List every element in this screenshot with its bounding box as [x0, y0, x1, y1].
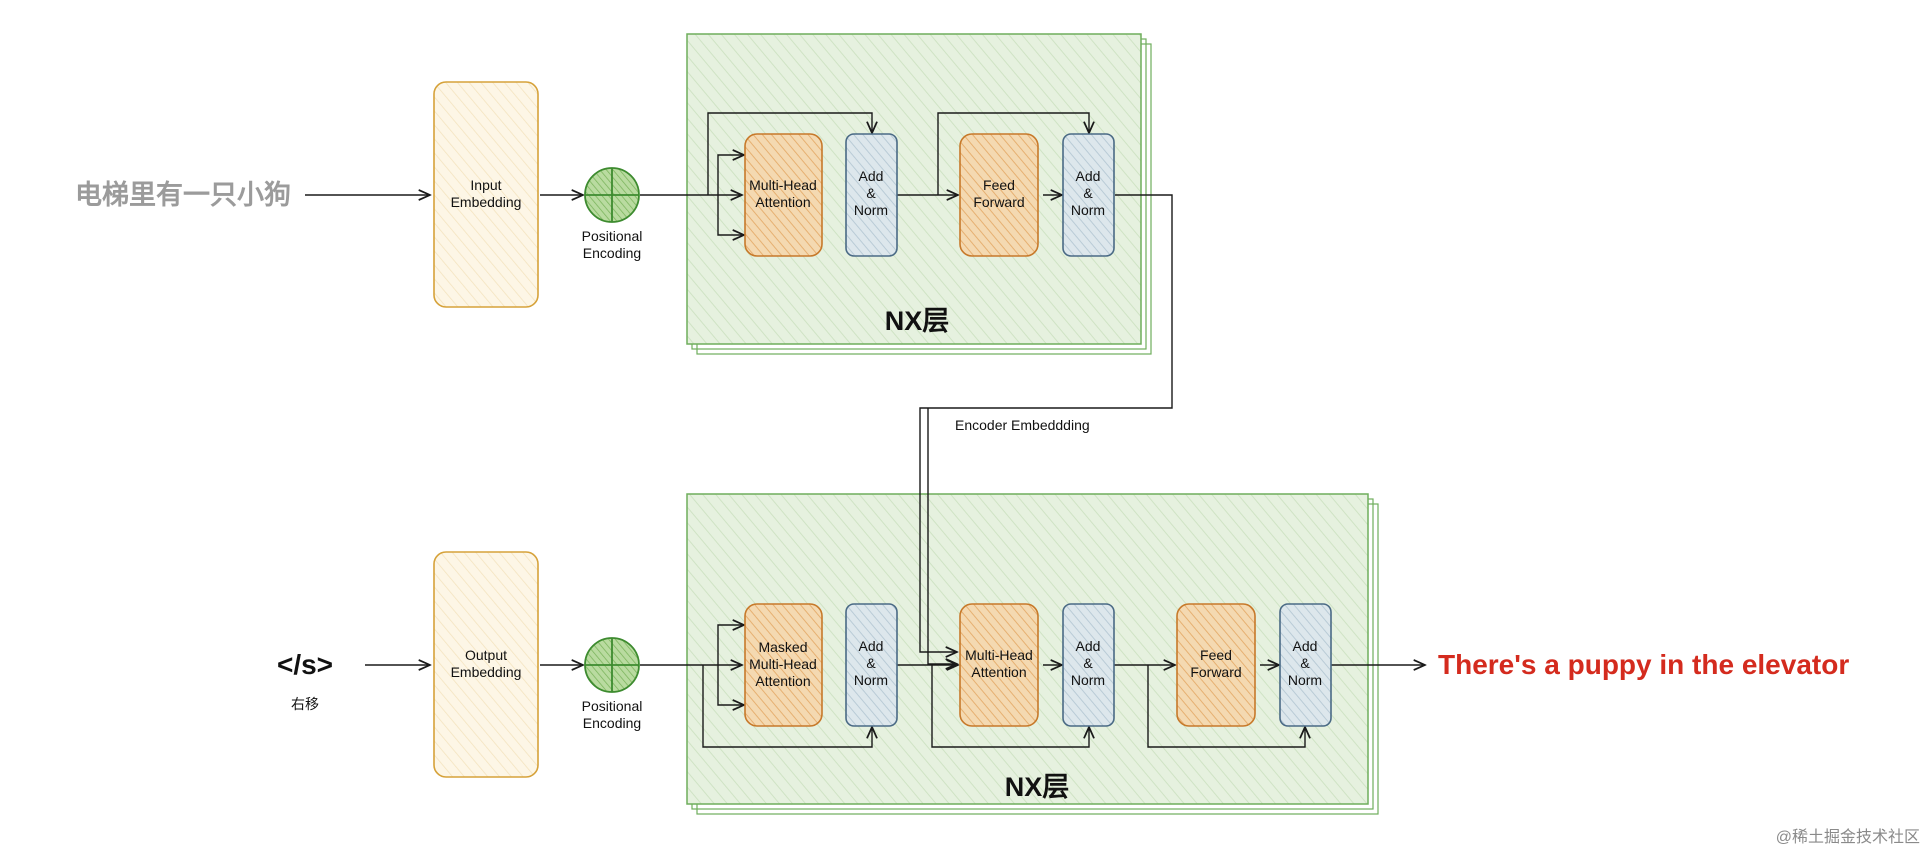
watermark: @稀土掘金技术社区	[1776, 828, 1920, 846]
shift-right-label: 右移	[291, 696, 319, 712]
output-sentence: There's a puppy in the elevator	[1438, 649, 1849, 680]
encoder-feed-forward-line1: Feed	[983, 177, 1015, 193]
cross-attention-line1: Multi-Head	[965, 647, 1033, 663]
masked-attention-line1: Masked	[758, 639, 807, 655]
encoder-add-norm-2-line1: Add	[1076, 168, 1101, 184]
decoder-positional-encoding-icon	[584, 637, 640, 693]
cross-attention-line2: Attention	[971, 664, 1026, 680]
decoder-pe-label-line2: Encoding	[583, 715, 641, 731]
encoder-add-norm-2: Add & Norm	[1062, 133, 1115, 257]
decoder-wires	[365, 625, 1425, 748]
masked-attention-line3: Attention	[755, 673, 810, 689]
decoder-add-norm-3-line1: Add	[1293, 638, 1318, 654]
encoder-pe-label-line2: Encoding	[583, 245, 641, 261]
masked-attention-line2: Multi-Head	[749, 656, 817, 672]
decoder-feed-forward-line2: Forward	[1190, 664, 1241, 680]
decoder-add-norm-2-line3: Norm	[1071, 672, 1105, 688]
decoder-add-norm-1-line2: &	[866, 655, 876, 671]
encoder-feed-forward-line2: Forward	[973, 194, 1024, 210]
encoder-add-norm-1: Add & Norm	[845, 133, 898, 257]
encoder-pe-label-line1: Positional	[582, 228, 643, 244]
input-embedding-line2: Embedding	[451, 194, 522, 210]
encoder-add-norm-1-line2: &	[866, 185, 876, 201]
output-embedding-line2: Embedding	[451, 664, 522, 680]
decoder-feed-forward-line1: Feed	[1200, 647, 1232, 663]
output-embedding-line1: Output	[465, 647, 507, 663]
decoder-add-norm-2: Add & Norm	[1062, 603, 1115, 727]
encoder-attention-block: Multi-Head Attention	[744, 133, 823, 257]
decoder-add-norm-3-line2: &	[1300, 655, 1310, 671]
decoder-masked-attention-block: Masked Multi-Head Attention	[744, 603, 823, 727]
encoder-add-norm-1-line3: Norm	[854, 202, 888, 218]
encoder-add-norm-2-line3: Norm	[1071, 202, 1105, 218]
encoder-add-norm-1-line1: Add	[859, 168, 884, 184]
decoder-pe-label-line1: Positional	[582, 698, 643, 714]
output-embedding-block: Output Embedding	[433, 551, 539, 778]
encoder-layers-label: NX层	[885, 306, 950, 336]
decoder-feed-forward-block: Feed Forward	[1176, 603, 1256, 727]
start-token: </s>	[277, 649, 333, 680]
decoder-add-norm-3-line3: Norm	[1288, 672, 1322, 688]
encoder-attention-line1: Multi-Head	[749, 177, 817, 193]
positional-encoding-icon	[584, 167, 640, 223]
encoder-feed-forward-block: Feed Forward	[959, 133, 1039, 257]
source-sentence: 电梯里有一只小狗	[75, 180, 291, 210]
input-embedding-line1: Input	[470, 177, 501, 193]
decoder-add-norm-1: Add & Norm	[845, 603, 898, 727]
encoder-embedding-label: Encoder Embeddding	[955, 417, 1090, 433]
decoder-add-norm-1-line3: Norm	[854, 672, 888, 688]
decoder-add-norm-2-line2: &	[1083, 655, 1093, 671]
encoder-add-norm-2-line2: &	[1083, 185, 1093, 201]
decoder-add-norm-3: Add & Norm	[1279, 603, 1332, 727]
decoder-add-norm-1-line1: Add	[859, 638, 884, 654]
input-embedding-block: Input Embedding	[433, 81, 539, 308]
encoder-attention-line2: Attention	[755, 194, 810, 210]
decoder-cross-attention-block: Multi-Head Attention	[959, 603, 1039, 727]
decoder-layers-label: NX层	[1005, 772, 1070, 802]
decoder-add-norm-2-line1: Add	[1076, 638, 1101, 654]
